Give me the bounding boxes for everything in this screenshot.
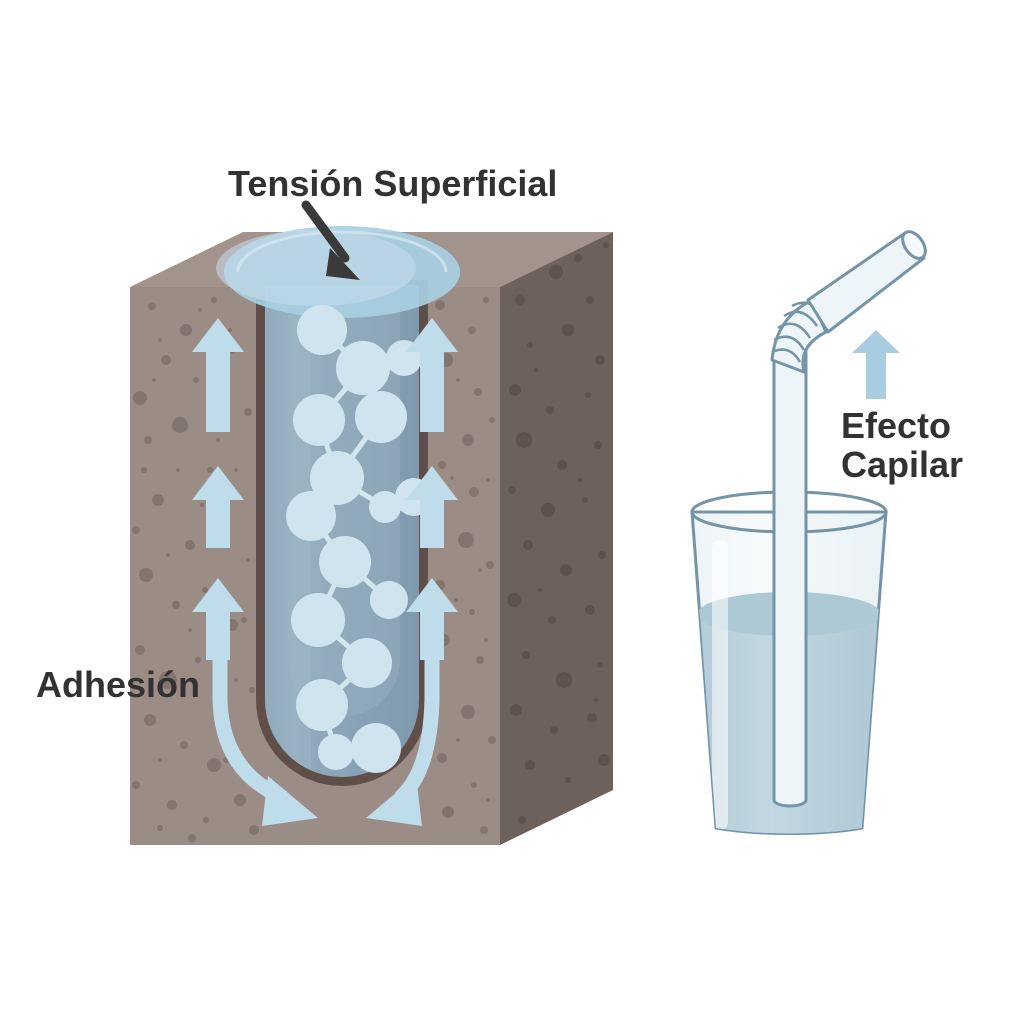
rock-block (130, 226, 613, 845)
meniscus-highlight (216, 230, 416, 306)
adhesion-arrow-right-2 (406, 466, 458, 548)
molecule-circle (291, 593, 345, 647)
glass-highlight-stripe (712, 540, 728, 830)
rock-speckles-front (132, 297, 496, 842)
molecule-circle (318, 734, 354, 770)
label-capillary-effect-line2: Capilar (841, 444, 963, 485)
adhesion-arrow-left-1 (192, 318, 244, 432)
molecule-circle (319, 536, 371, 588)
molecule-circle (351, 723, 401, 773)
rock-speckles-side (507, 242, 610, 828)
meniscus-edge-sheen (236, 230, 448, 273)
molecule-circle (355, 391, 407, 443)
straw-open-tip (901, 230, 927, 260)
molecule-circle (297, 305, 347, 355)
surface-tension-pointer-arrow (301, 200, 360, 280)
glass-with-straw (690, 230, 927, 836)
adhesion-flow-left-head (262, 776, 318, 826)
label-surface-tension: Tensión Superficial (228, 163, 557, 204)
molecule-circle (310, 451, 364, 505)
molecule-circle (296, 679, 348, 731)
adhesion-arrow-left-2 (192, 466, 244, 548)
straw-lower-segment (772, 350, 808, 808)
molecule-circle (286, 491, 336, 541)
molecule-circle (369, 491, 401, 523)
capillary-effect-arrow (852, 330, 900, 399)
molecule-circle (342, 638, 392, 688)
label-capillary-effect-line1: Efecto (841, 405, 951, 446)
adhesion-arrow-right-1 (406, 318, 458, 432)
rock-side-face (500, 232, 613, 845)
molecule-circle (293, 394, 345, 446)
label-adhesion: Adhesión (36, 664, 200, 705)
molecule-circle (370, 581, 408, 619)
molecule-circle (336, 341, 390, 395)
adhesion-flow-right-head (366, 776, 422, 826)
